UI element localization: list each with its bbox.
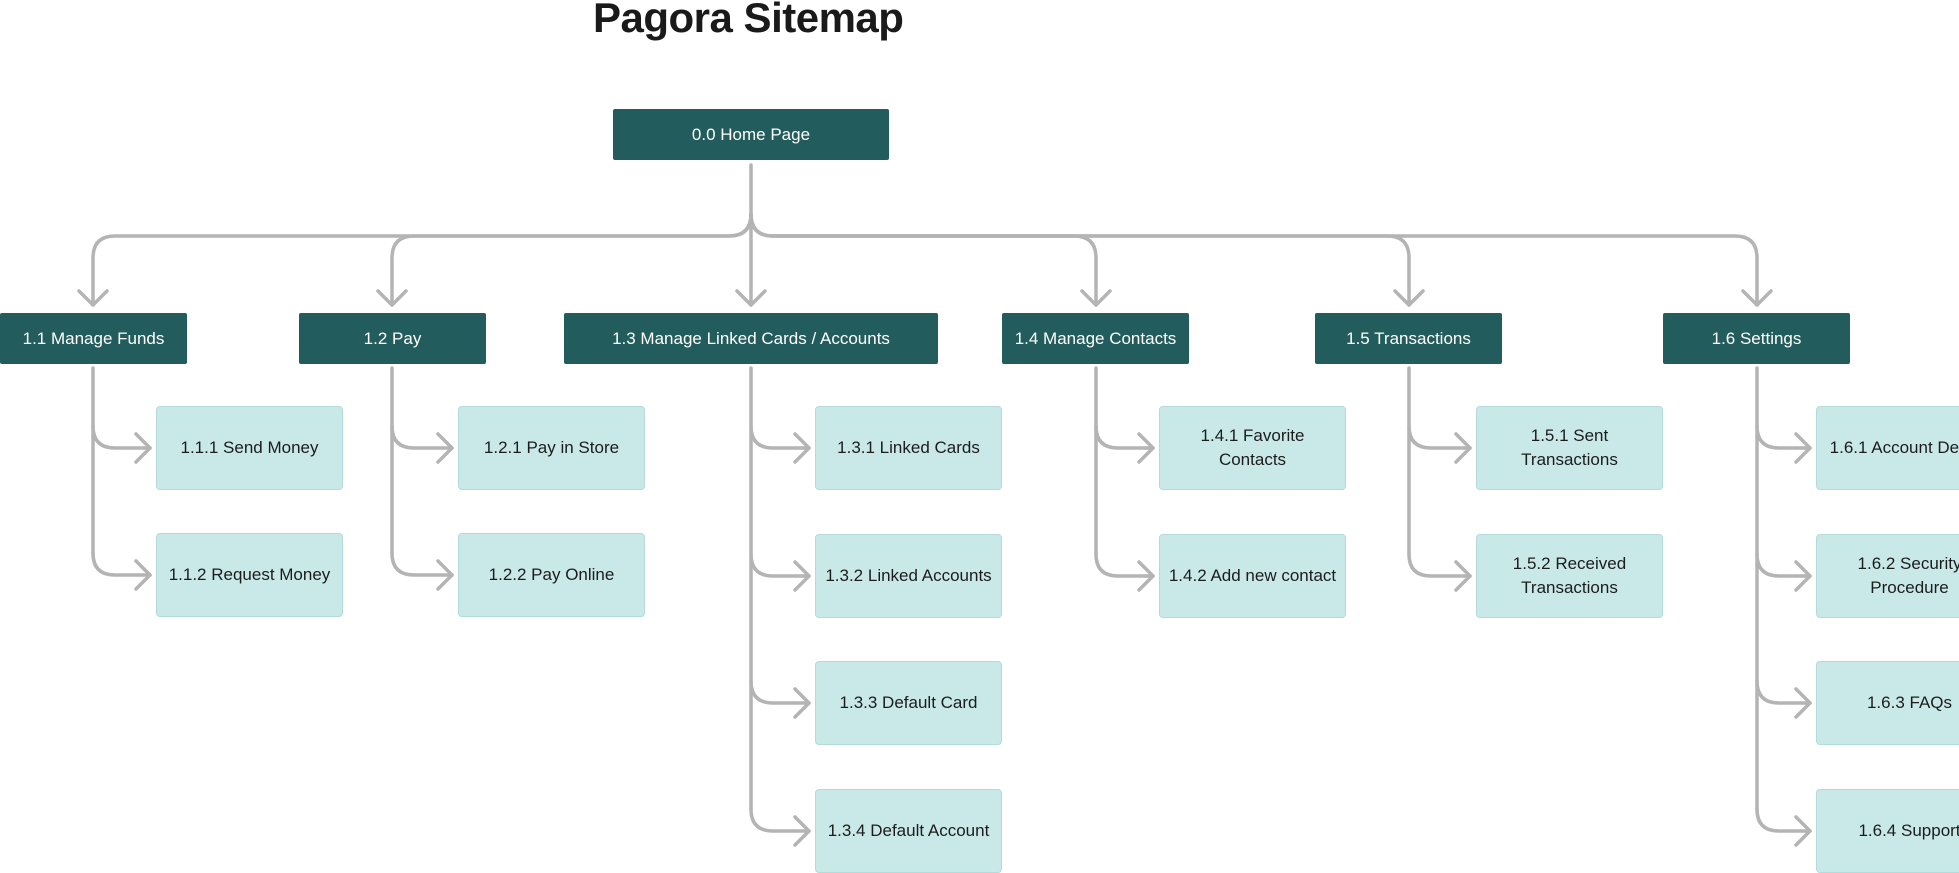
- child-branch-1-2: [91, 551, 152, 577]
- child-arrowhead-1-2: [134, 559, 152, 591]
- node-support[interactable]: 1.6.4 Support: [1816, 789, 1959, 873]
- child-arrowhead-5-1: [1454, 432, 1472, 464]
- section-arrowhead-5: [1393, 289, 1425, 307]
- section-arrowhead-2: [376, 289, 408, 307]
- node-account-details[interactable]: 1.6.1 Account Details: [1816, 406, 1959, 490]
- child-branch-5-2: [1407, 552, 1472, 578]
- node-send-money[interactable]: 1.1.1 Send Money: [156, 406, 343, 490]
- child-branch-1-1: [91, 424, 152, 450]
- child-arrowhead-6-2: [1794, 560, 1812, 592]
- node-pay-online[interactable]: 1.2.2 Pay Online: [458, 533, 645, 617]
- section-arrowhead-4: [1080, 289, 1112, 307]
- child-branch-4-1: [1094, 424, 1155, 450]
- child-branch-3-1: [749, 424, 811, 450]
- child-arrowhead-6-3: [1794, 687, 1812, 719]
- node-pay[interactable]: 1.2 Pay: [299, 313, 486, 364]
- node-security-procedure[interactable]: 1.6.2 Security Procedure: [1816, 534, 1959, 618]
- branch-connector-1: [91, 212, 753, 307]
- branch-connector-4: [749, 212, 1098, 307]
- node-transactions[interactable]: 1.5 Transactions: [1315, 313, 1502, 364]
- child-arrowhead-3-1: [793, 432, 811, 464]
- child-arrowhead-2-2: [436, 559, 454, 591]
- child-branch-2-2: [390, 551, 454, 577]
- node-sent-transactions[interactable]: 1.5.1 Sent Transactions: [1476, 406, 1663, 490]
- node-received-transactions[interactable]: 1.5.2 Received Transactions: [1476, 534, 1663, 618]
- child-arrowhead-3-4: [793, 815, 811, 847]
- child-branch-6-4: [1755, 807, 1812, 833]
- node-home-page[interactable]: 0.0 Home Page: [613, 109, 889, 160]
- branch-connector-2: [390, 212, 753, 307]
- section-arrowhead-6: [1741, 289, 1773, 307]
- child-branch-4-2: [1094, 552, 1155, 578]
- child-arrowhead-5-2: [1454, 560, 1472, 592]
- node-settings[interactable]: 1.6 Settings: [1663, 313, 1850, 364]
- branch-connector-6: [749, 212, 1759, 307]
- node-linked-accounts[interactable]: 1.3.2 Linked Accounts: [815, 534, 1002, 618]
- child-arrowhead-6-4: [1794, 815, 1812, 847]
- node-manage-funds[interactable]: 1.1 Manage Funds: [0, 313, 187, 364]
- section-arrowhead-1: [77, 289, 109, 307]
- page-title: Pagora Sitemap: [593, 0, 904, 41]
- child-branch-5-1: [1407, 424, 1472, 450]
- child-branch-3-3: [749, 679, 811, 705]
- section-arrowhead-3: [735, 289, 767, 307]
- child-branch-6-3: [1755, 679, 1812, 705]
- node-pay-in-store[interactable]: 1.2.1 Pay in Store: [458, 406, 645, 490]
- branch-connector-5: [749, 212, 1411, 307]
- child-branch-6-1: [1755, 424, 1812, 450]
- node-faqs[interactable]: 1.6.3 FAQs: [1816, 661, 1959, 745]
- child-branch-3-2: [749, 552, 811, 578]
- node-manage-contacts[interactable]: 1.4 Manage Contacts: [1002, 313, 1189, 364]
- node-default-account[interactable]: 1.3.4 Default Account: [815, 789, 1002, 873]
- child-branch-3-4: [749, 807, 811, 833]
- child-arrowhead-2-1: [436, 432, 454, 464]
- child-branch-2-1: [390, 424, 454, 450]
- child-arrowhead-3-2: [793, 560, 811, 592]
- node-manage-linked-cards-accounts[interactable]: 1.3 Manage Linked Cards / Accounts: [564, 313, 938, 364]
- child-arrowhead-4-2: [1137, 560, 1155, 592]
- node-linked-cards[interactable]: 1.3.1 Linked Cards: [815, 406, 1002, 490]
- child-arrowhead-1-1: [134, 432, 152, 464]
- child-branch-6-2: [1755, 552, 1812, 578]
- child-arrowhead-3-3: [793, 687, 811, 719]
- node-add-new-contact[interactable]: 1.4.2 Add new contact: [1159, 534, 1346, 618]
- node-request-money[interactable]: 1.1.2 Request Money: [156, 533, 343, 617]
- node-default-card[interactable]: 1.3.3 Default Card: [815, 661, 1002, 745]
- child-arrowhead-4-1: [1137, 432, 1155, 464]
- node-favorite-contacts[interactable]: 1.4.1 Favorite Contacts: [1159, 406, 1346, 490]
- child-arrowhead-6-1: [1794, 432, 1812, 464]
